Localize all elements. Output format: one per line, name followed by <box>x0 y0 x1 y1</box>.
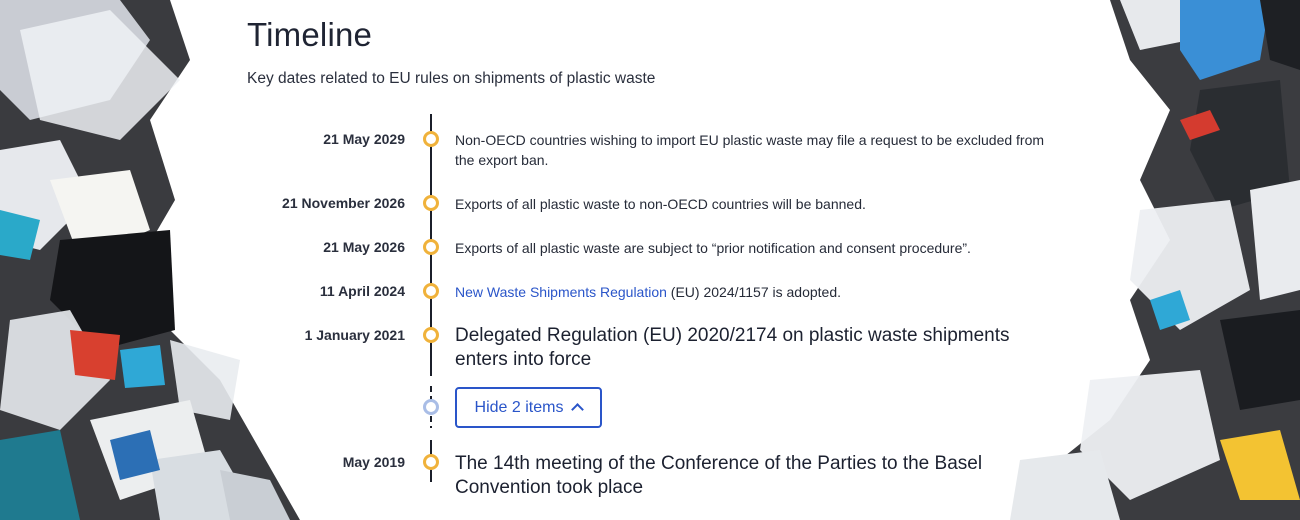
timeline-description: Exports of all plastic waste to non-OECD… <box>455 196 866 212</box>
chevron-up-icon <box>571 403 585 416</box>
regulation-link[interactable]: New Waste Shipments Regulation <box>455 284 667 300</box>
page-title: Timeline <box>247 16 373 53</box>
timeline-collapsed-dot-icon <box>423 399 439 415</box>
timeline-dot-icon <box>423 195 439 211</box>
timeline-dot-icon <box>423 327 439 343</box>
timeline-date: 1 January 2021 <box>304 327 405 343</box>
timeline-description: New Waste Shipments Regulation (EU) 2024… <box>455 282 1065 302</box>
plastic-waste-image-right <box>980 0 1300 520</box>
timeline-section: Timeline Key dates related to EU rules o… <box>247 0 1077 520</box>
timeline-date: 21 May 2029 <box>323 131 405 147</box>
timeline-description: Non-OECD countries wishing to import EU … <box>455 132 1045 168</box>
hide-items-button[interactable]: Hide 2 items <box>455 387 602 428</box>
timeline-dot-icon <box>423 454 439 470</box>
timeline-description: Delegated Regulation (EU) 2020/2174 on p… <box>455 325 1010 370</box>
timeline-date: May 2019 <box>342 454 405 470</box>
timeline-date: 11 April 2024 <box>319 283 405 299</box>
timeline-description: The 14th meeting of the Conference of th… <box>455 453 983 498</box>
timeline-date: 21 November 2026 <box>282 195 405 211</box>
timeline-dot-icon <box>423 239 439 255</box>
page-subtitle: Key dates related to EU rules on shipmen… <box>247 70 656 87</box>
timeline-description: Exports of all plastic waste are subject… <box>455 240 971 256</box>
timeline-date: 21 May 2026 <box>323 239 405 255</box>
timeline-dot-icon <box>423 131 439 147</box>
timeline-description-suffix: (EU) 2024/1157 is adopted. <box>666 284 841 300</box>
plastic-waste-image-left <box>0 0 300 520</box>
timeline-dot-icon <box>423 283 439 299</box>
hide-items-label: Hide 2 items <box>474 398 564 416</box>
